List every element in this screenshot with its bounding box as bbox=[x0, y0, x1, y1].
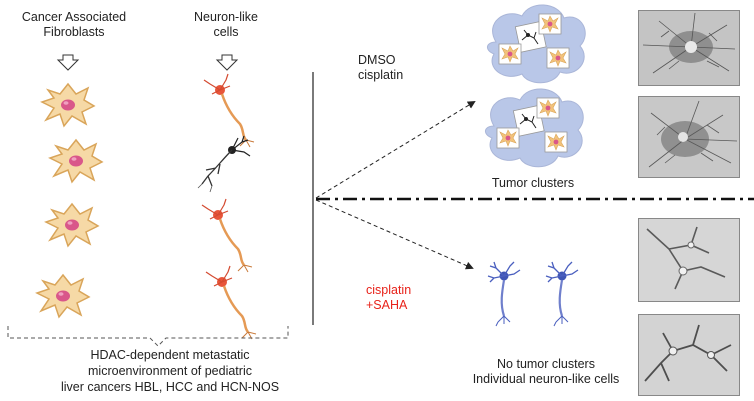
neuron-icon bbox=[204, 264, 258, 341]
caf-header: Cancer Associated Fibroblasts bbox=[4, 10, 144, 40]
down-arrow-icon bbox=[215, 54, 239, 71]
blue-neuron-icon bbox=[486, 260, 522, 328]
tumor-cluster-icon bbox=[487, 5, 585, 83]
lower-treatment: cisplatin +SAHA bbox=[366, 283, 426, 313]
down-arrow-icon bbox=[56, 54, 80, 71]
neuron-header-line1: Neuron-like bbox=[194, 10, 258, 24]
bracket-caption-line2: microenvironment of pediatric bbox=[88, 364, 252, 378]
lower-outcome-line2: Individual neuron-like cells bbox=[472, 372, 620, 386]
bracket-caption: HDAC-dependent metastatic microenvironme… bbox=[40, 347, 300, 395]
neuron-icon bbox=[202, 72, 256, 149]
upper-treatment-line2: cisplatin bbox=[358, 68, 404, 82]
blue-neuron-icon bbox=[544, 260, 580, 328]
tumor-cluster-icon bbox=[485, 89, 583, 167]
upper-outcome: Tumor clusters bbox=[491, 176, 575, 190]
neuron-header-line2: cells bbox=[213, 25, 239, 39]
arrow-lower bbox=[315, 199, 474, 270]
upper-treatment-line1: DMSO bbox=[358, 53, 396, 67]
fibroblast-icon bbox=[49, 139, 103, 183]
neuron-header: Neuron-like cells bbox=[176, 10, 276, 40]
fibroblast-icon bbox=[45, 203, 99, 247]
lower-treatment-line2: +SAHA bbox=[366, 298, 408, 312]
arrow-upper bbox=[315, 100, 476, 199]
neuron-icon bbox=[200, 197, 254, 274]
microscopy-image bbox=[638, 314, 740, 396]
caf-header-line1: Cancer Associated bbox=[21, 10, 127, 24]
bracket-caption-line1: HDAC-dependent metastatic bbox=[90, 348, 250, 362]
lower-outcome: No tumor clusters Individual neuron-like… bbox=[456, 357, 636, 387]
upper-treatment: DMSO cisplatin bbox=[358, 53, 418, 83]
fibroblast-icon bbox=[36, 274, 90, 318]
fibroblast-icon bbox=[41, 83, 95, 127]
microscopy-image bbox=[638, 218, 740, 302]
microscopy-image bbox=[638, 96, 740, 178]
microscopy-image bbox=[638, 10, 740, 86]
lower-outcome-line1: No tumor clusters bbox=[497, 357, 595, 371]
bracket-caption-line3: liver cancers HBL, HCC and HCN-NOS bbox=[60, 380, 280, 394]
lower-treatment-line1: cisplatin bbox=[366, 283, 412, 297]
caf-header-line2: Fibroblasts bbox=[43, 25, 105, 39]
